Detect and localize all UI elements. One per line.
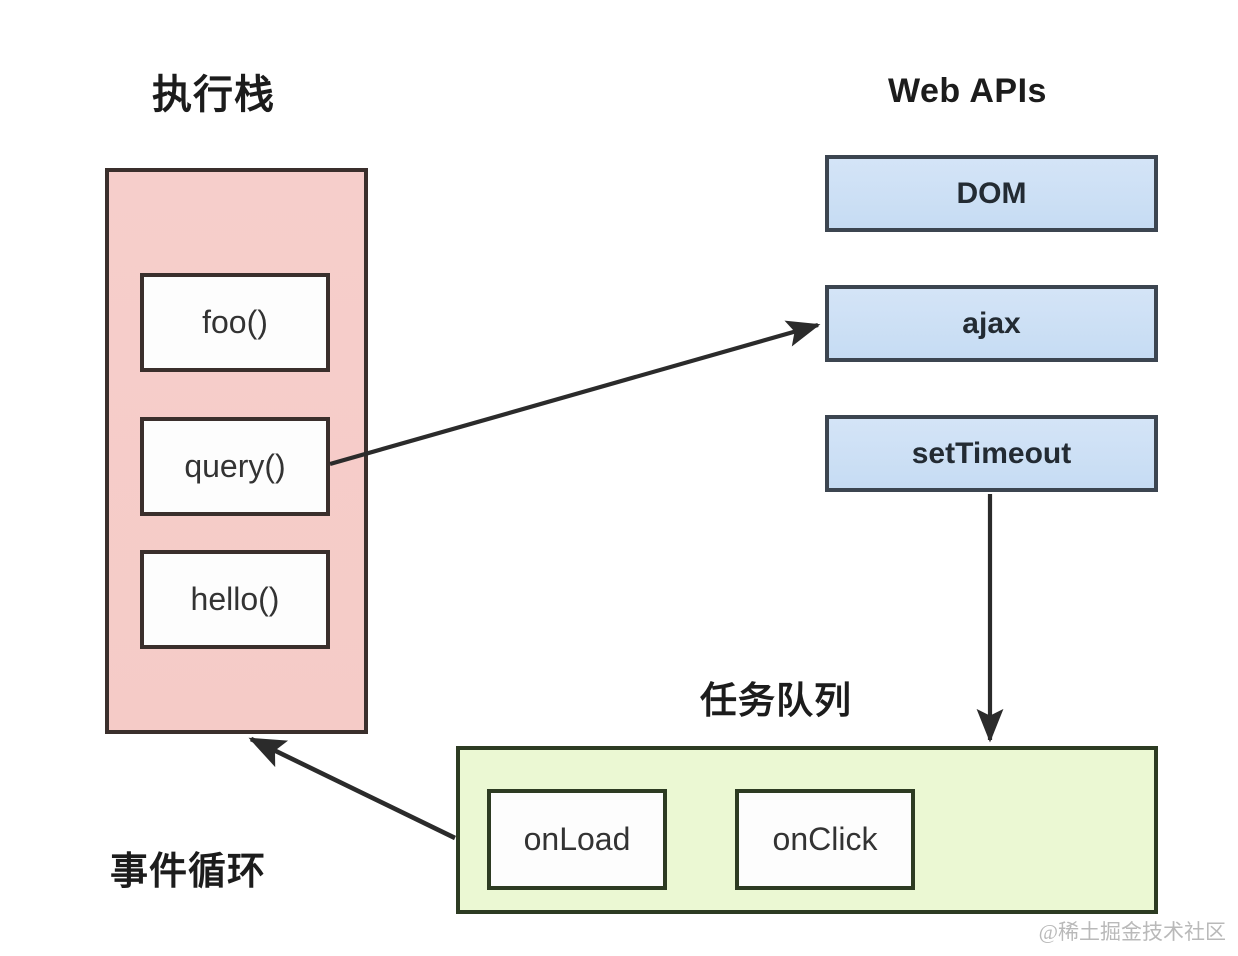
stack-frame-query: query() (140, 417, 330, 516)
web-api-settimeout: setTimeout (825, 415, 1158, 492)
web-apis-title: Web APIs (888, 72, 1047, 110)
stack-frame-foo: foo() (140, 273, 330, 372)
stack-frame-hello: hello() (140, 550, 330, 649)
arrow-task-queue-to-exec-stack (248, 736, 457, 841)
task-item-onload: onLoad (487, 789, 667, 890)
arrow-query-to-ajax (329, 320, 821, 467)
task-queue-title: 任务队列 (700, 680, 852, 721)
exec-stack-title: 执行栈 (152, 73, 275, 117)
watermark-text: @稀土掘金技术社区 (1038, 920, 1226, 944)
event-loop-label: 事件循环 (110, 851, 267, 893)
web-api-dom: DOM (825, 155, 1158, 232)
task-item-onclick: onClick (735, 789, 915, 890)
web-api-ajax: ajax (825, 285, 1158, 362)
